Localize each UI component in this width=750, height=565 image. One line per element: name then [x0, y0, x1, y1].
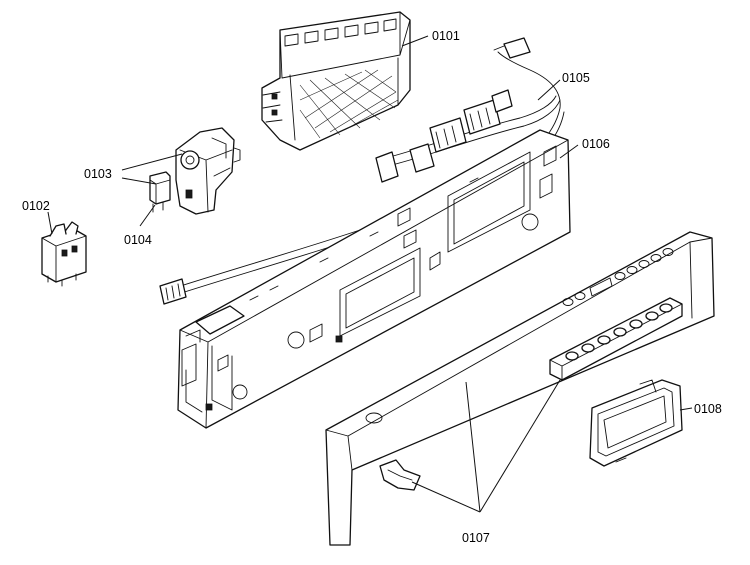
part-0108-handle: [589, 379, 683, 467]
part-0104-small-component: [149, 171, 171, 213]
callout-0105: 0105: [562, 71, 590, 85]
part-0105-wiring-harness: [159, 37, 565, 305]
leader-lines: [47, 35, 693, 513]
callout-0101: 0101: [432, 29, 460, 43]
callout-0106: 0106: [582, 137, 610, 151]
callout-0104: 0104: [124, 233, 152, 247]
callout-0103: 0103: [84, 167, 112, 181]
callout-0108: 0108: [694, 402, 722, 416]
part-0103-switch-mechanism: [175, 127, 241, 215]
part-0102-relay: [41, 221, 87, 287]
part-0107-fascia-panel: [325, 231, 715, 546]
part-0101-control-module: [261, 11, 411, 151]
callout-0107: 0107: [462, 531, 490, 545]
part-0106-control-panel-frame: [177, 129, 571, 429]
callout-0102: 0102: [22, 199, 50, 213]
